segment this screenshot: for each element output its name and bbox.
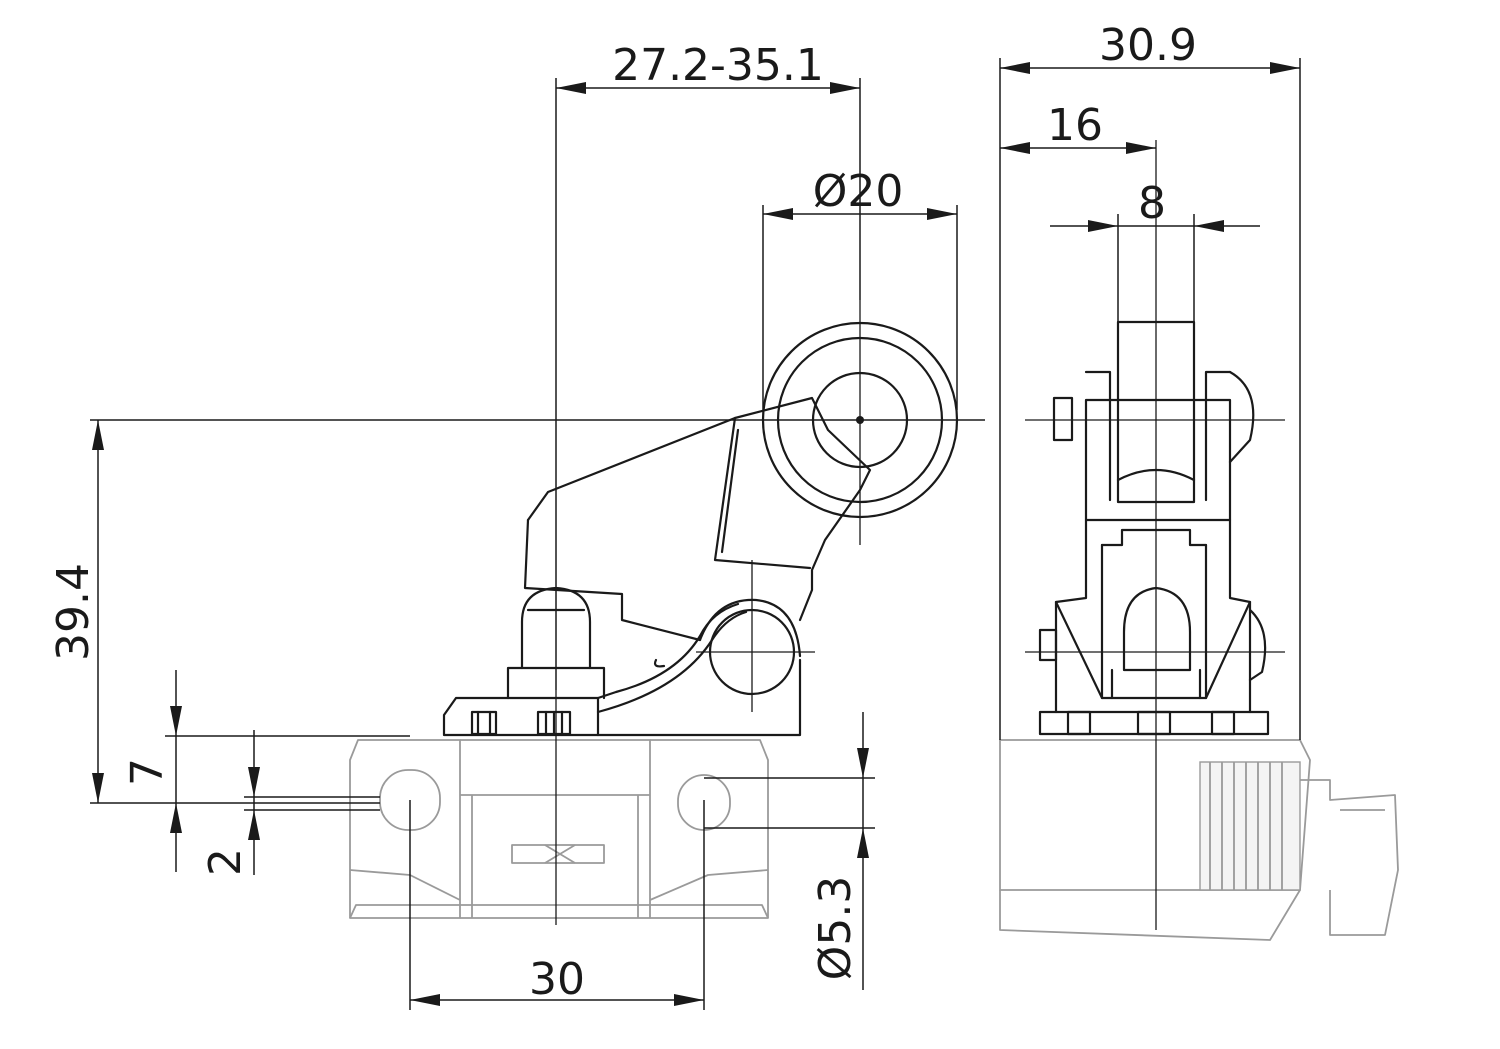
dim-total-width: 30.9 <box>999 20 1301 740</box>
dim-lever-range-text: 27.2-35.1 <box>612 40 824 91</box>
dim-total-width-text: 30.9 <box>1099 20 1197 71</box>
dim-height-text: 39.4 <box>48 563 99 661</box>
switch-housing <box>442 602 802 737</box>
side-roller <box>1052 320 1255 504</box>
pivot-centerline <box>696 560 815 712</box>
front-base <box>349 739 769 919</box>
dim-hole-diameter: Ø5.3 <box>704 712 875 990</box>
dim-center-offset: 16 <box>1000 100 1156 154</box>
dim-lever-range: 27.2-35.1 <box>555 40 861 690</box>
dim-hole-diameter-text: Ø5.3 <box>810 876 861 981</box>
lever-arm <box>523 396 872 642</box>
dim-base-offset-text: 7 <box>122 758 173 786</box>
dim-base-offset: 7 <box>122 670 410 872</box>
dim-roller-diameter-text: Ø20 <box>813 166 904 217</box>
dim-roller-diameter: Ø20 <box>762 166 958 410</box>
dim-roller-width: 8 <box>1050 178 1260 322</box>
dim-hole-offset: 2 <box>200 730 380 876</box>
dim-roller-width-text: 8 <box>1138 178 1166 229</box>
side-base <box>999 739 1399 941</box>
pivot <box>653 598 802 696</box>
front-view <box>349 300 959 925</box>
dim-hole-spacing: 30 <box>409 800 705 1010</box>
dim-hole-offset-text: 2 <box>200 848 251 876</box>
side-housing <box>1038 398 1270 736</box>
side-view <box>999 140 1399 941</box>
dim-height: 39.4 <box>48 419 985 804</box>
dimensions: 27.2-35.1 Ø20 30.9 16 8 <box>48 20 1301 1010</box>
dim-center-offset-text: 16 <box>1047 100 1103 151</box>
dim-hole-spacing-text: 30 <box>529 954 585 1005</box>
